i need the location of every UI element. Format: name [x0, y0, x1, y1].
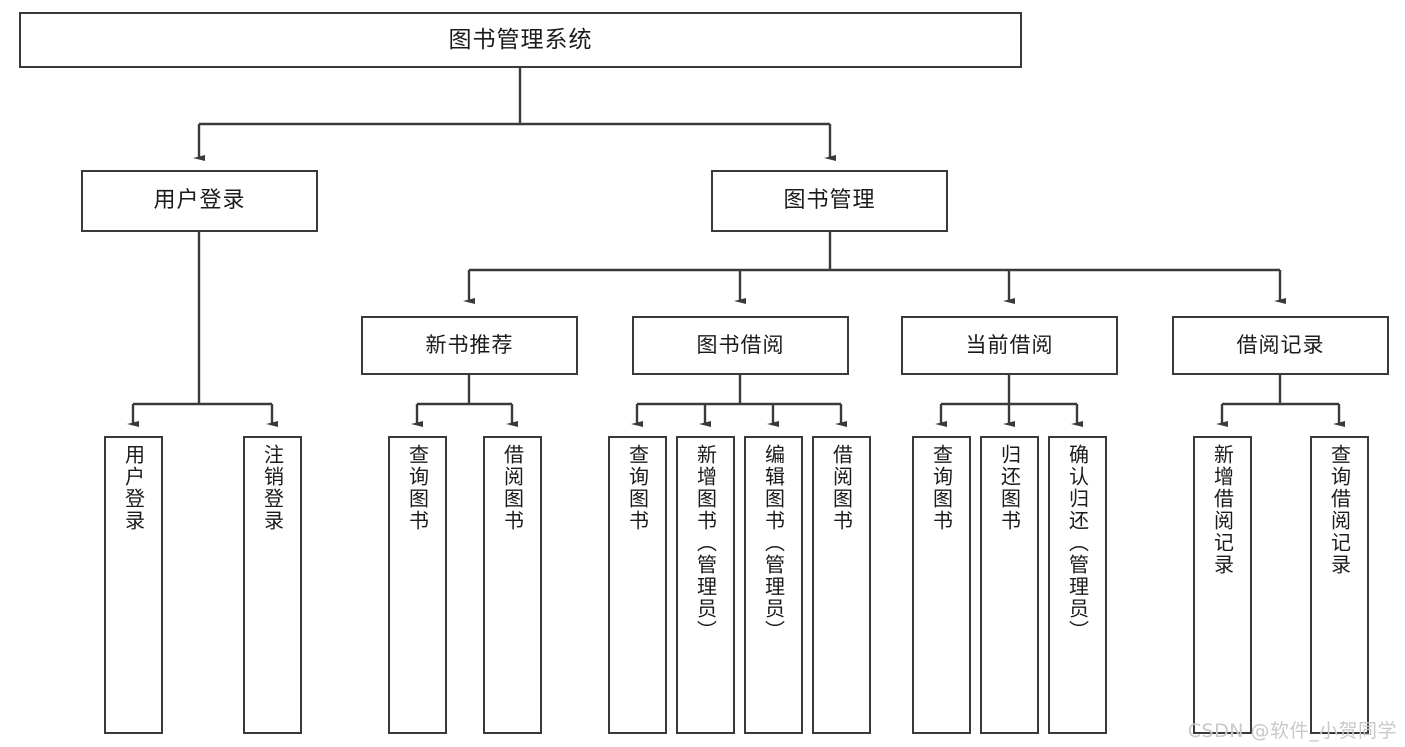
leaf-query-book-3[interactable]: 查询图书 — [912, 436, 971, 734]
leaf-edit-book-label: 编辑图书（管理员） — [761, 444, 786, 642]
node-book-management-label: 图书管理 — [783, 188, 876, 213]
leaf-query-book-2-label: 查询图书 — [625, 444, 650, 532]
leaf-borrow-book-1-label: 借阅图书 — [500, 444, 525, 532]
node-root-system[interactable]: 图书管理系统 — [19, 12, 1022, 68]
leaf-edit-book[interactable]: 编辑图书（管理员） — [744, 436, 803, 734]
leaf-logout-login[interactable]: 注销登录 — [243, 436, 302, 734]
leaf-add-record[interactable]: 新增借阅记录 — [1193, 436, 1252, 734]
leaf-user-login[interactable]: 用户登录 — [104, 436, 163, 734]
leaf-query-book-1-label: 查询图书 — [405, 444, 430, 532]
node-book-management[interactable]: 图书管理 — [711, 170, 948, 232]
leaf-add-book[interactable]: 新增图书（管理员） — [676, 436, 735, 734]
leaf-query-book-3-label: 查询图书 — [929, 444, 954, 532]
node-root-label: 图书管理系统 — [448, 26, 593, 53]
node-new-book-recommend[interactable]: 新书推荐 — [361, 316, 578, 375]
node-new-book-recommend-label: 新书推荐 — [425, 333, 514, 357]
node-user-login[interactable]: 用户登录 — [81, 170, 318, 232]
node-current-borrow[interactable]: 当前借阅 — [901, 316, 1118, 375]
leaf-borrow-book-2-label: 借阅图书 — [829, 444, 854, 532]
leaf-borrow-book-1[interactable]: 借阅图书 — [483, 436, 542, 734]
leaf-add-book-label: 新增图书（管理员） — [693, 444, 718, 642]
leaf-return-book-label: 归还图书 — [997, 444, 1022, 532]
leaf-query-book-1[interactable]: 查询图书 — [388, 436, 447, 734]
node-current-borrow-label: 当前借阅 — [965, 333, 1054, 357]
leaf-return-book[interactable]: 归还图书 — [980, 436, 1039, 734]
csdn-watermark: CSDN @软件_小贺同学 — [1187, 720, 1397, 742]
leaf-borrow-book-2[interactable]: 借阅图书 — [812, 436, 871, 734]
leaf-query-record[interactable]: 查询借阅记录 — [1310, 436, 1369, 734]
node-book-borrow-label: 图书借阅 — [696, 333, 785, 357]
node-book-borrow[interactable]: 图书借阅 — [632, 316, 849, 375]
leaf-logout-login-label: 注销登录 — [260, 444, 285, 532]
leaf-query-record-label: 查询借阅记录 — [1327, 444, 1352, 576]
leaf-user-login-label: 用户登录 — [121, 444, 146, 532]
node-borrow-record[interactable]: 借阅记录 — [1172, 316, 1389, 375]
node-borrow-record-label: 借阅记录 — [1236, 333, 1325, 357]
leaf-query-book-2[interactable]: 查询图书 — [608, 436, 667, 734]
leaf-confirm-return-label: 确认归还（管理员） — [1065, 444, 1090, 642]
node-user-login-label: 用户登录 — [153, 188, 246, 213]
leaf-confirm-return[interactable]: 确认归还（管理员） — [1048, 436, 1107, 734]
leaf-add-record-label: 新增借阅记录 — [1210, 444, 1235, 576]
